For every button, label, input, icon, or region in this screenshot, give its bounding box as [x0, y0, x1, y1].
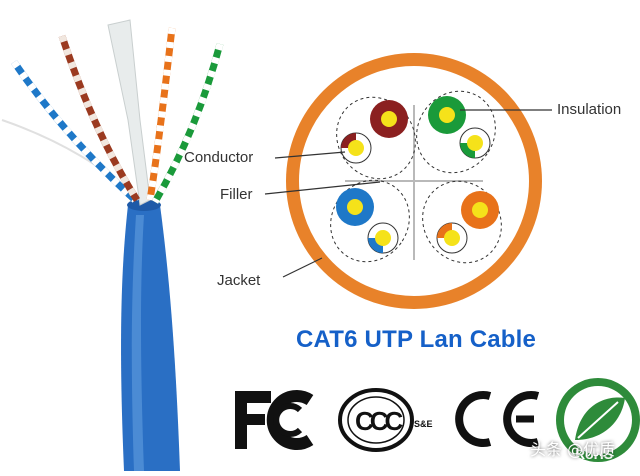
blue-pair — [11, 60, 138, 203]
ccc-logo-text: CCC — [355, 406, 403, 436]
cable-opening — [127, 199, 161, 211]
cross-section-inner-ring — [297, 64, 531, 298]
conductor-brown — [370, 100, 408, 138]
label-filler: Filler — [220, 186, 253, 203]
conductor-green — [428, 96, 466, 134]
cable-title: CAT6 UTP Lan Cable — [296, 326, 537, 353]
rohs-logo-text: RoHS — [575, 446, 614, 462]
rohs-logo — [556, 378, 640, 462]
ce-logo — [455, 391, 540, 447]
watermark: 头条 @优质 — [530, 440, 616, 459]
cable-jacket-blue — [121, 205, 180, 471]
green-pair — [151, 43, 224, 204]
conductor-white-brown — [340, 132, 372, 164]
cable-jacket-highlight — [131, 215, 144, 471]
fcc-logo — [235, 390, 314, 450]
pair-outlines — [330, 90, 502, 264]
label-jacket: Jacket — [217, 272, 261, 289]
label-conductor: Conductor — [184, 149, 254, 166]
label-insulation: Insulation — [557, 101, 622, 118]
leader-lines — [264, 109, 552, 278]
conductor-orange — [461, 191, 499, 229]
conductor-blue — [336, 188, 374, 226]
brown-pair — [58, 34, 140, 202]
ccc-logo-sub: S&E — [414, 419, 433, 429]
ccc-logo — [338, 388, 414, 452]
conductor-white-green — [459, 127, 491, 159]
conductor-white-blue — [367, 222, 399, 254]
conductor-white-orange — [436, 222, 468, 254]
orange-pair — [146, 27, 176, 201]
